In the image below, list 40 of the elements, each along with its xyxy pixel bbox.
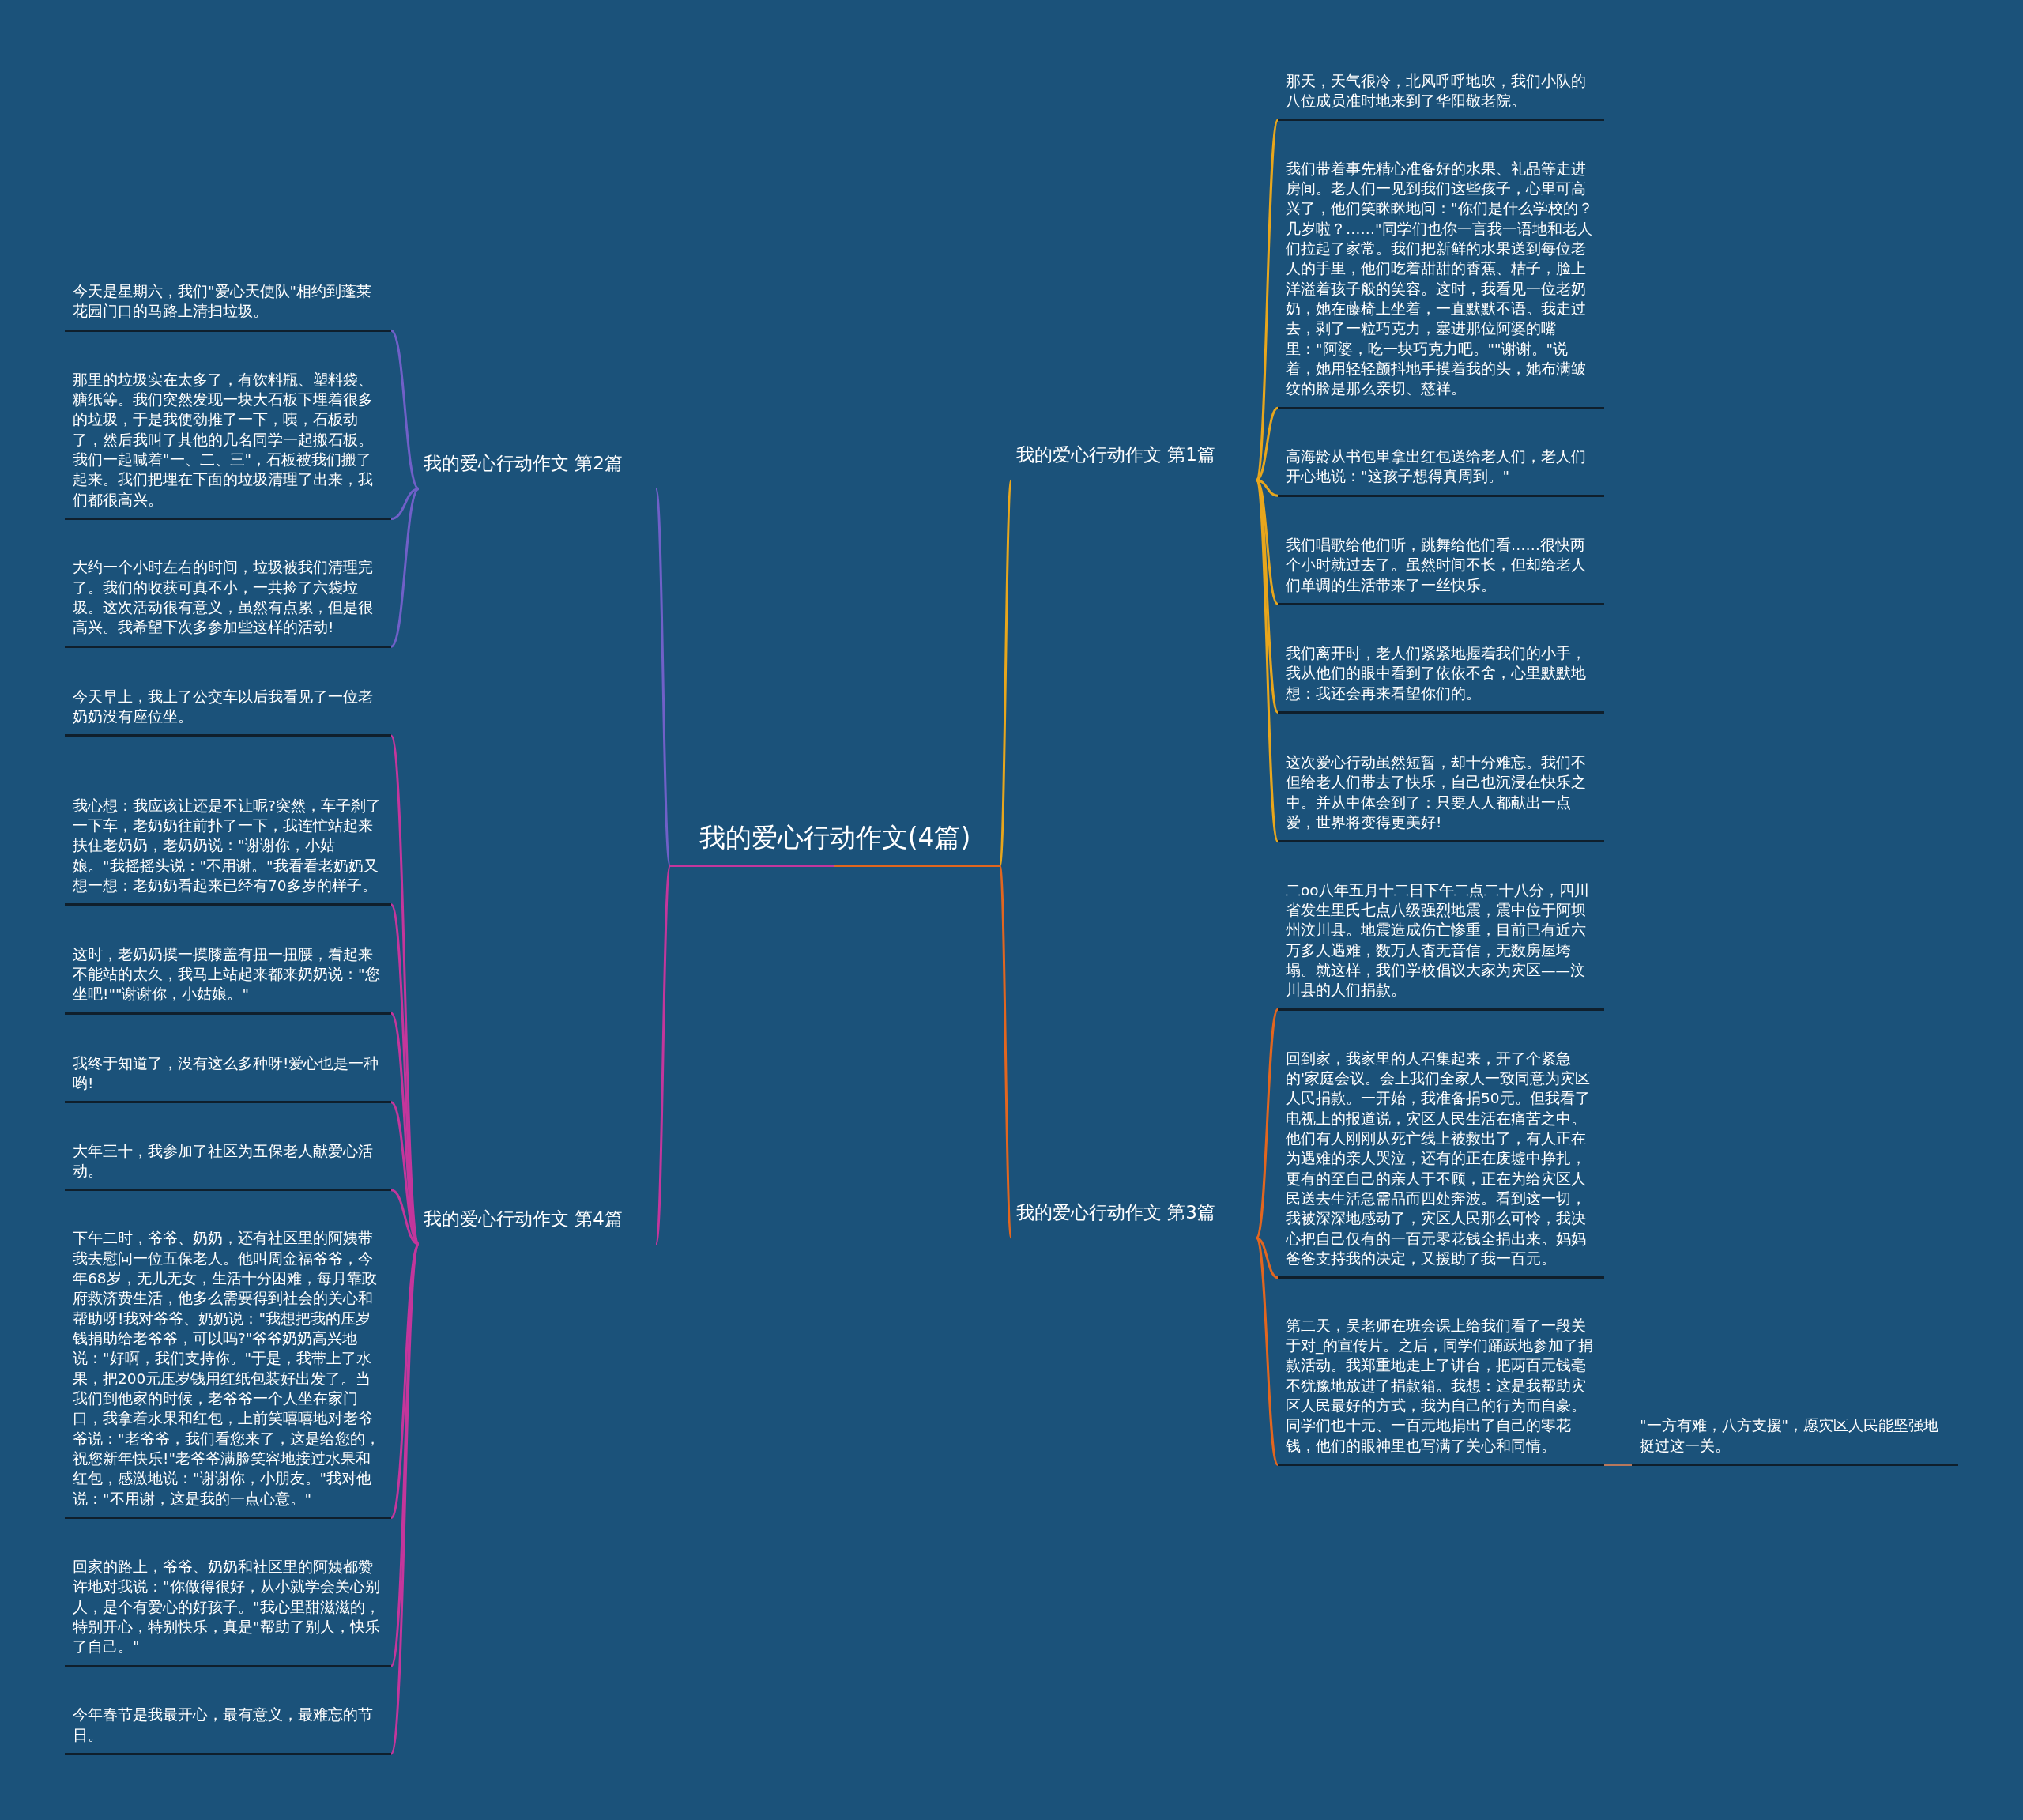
leaf-topic-text: "一方有难，八方支援"，愿灾区人民能坚强地挺过这一关。 <box>1640 1416 1940 1456</box>
connector-line <box>1255 1008 1279 1239</box>
leaf-topic-text: 下午二时，爷爷、奶奶，还有社区里的阿姨带我去慰问一位五保老人。他叫周金福爷爷，今年68岁，无儿无女，生活十分困难，每月靠政府救济费生活，他多么需要得到社会的关心和帮助呀!我对爷爷、奶奶说："我想把我的压岁钱捐助给老爷爷，可以吗?"爷爷奶奶高兴地说："好啊，我们支持你。"于是，我带上了水果，把200元压岁钱用红纸包装好出发了。当我们到他家的时候，老爷爷一个人坐在家门口，我拿着水果和红包，上前笑嘻嘻地对老爷爷说："老爷爷，我们看您来了，这是给您的，祝您新年快乐!"老爷爷满脸笑容地接过水果和红包，感激地说："谢谢你，小朋友。"我对他说："不用谢，这是我的一点心意。" <box>73 1229 381 1509</box>
leaf-topic-text: 我们带着事先精心准备好的水果、礼品等走进房间。老人们一见到我们这些孩子，心里可高兴了，他们笑眯眯地问："你们是什么学校的？几岁啦？……"同学们也你一言我一语地和老人们拉起了家常。我们把新鲜的水果送到每位老人的手里，他们吃着甜甜的香蕉、桔子，脸上洋溢着孩子般的笑容。这时，我看见一位老奶奶，她在藤椅上坐着，一直默默不语。我走过去，剥了一粒巧克力，塞进那位阿婆的嘴里："阿婆，吃一块巧克力吧。""谢谢。"说着，她用轻轻颤抖地手摸着我的头，她布满皱纹的脸是那么亲切、慈祥。 <box>1286 159 1594 399</box>
leaf-topic-text: 今天是星期六，我们"爱心天使队"相约到蓬莱花园门口的马路上清扫垃圾。 <box>73 281 373 322</box>
leaf-topic-text: 二oo八年五月十二日下午二点二十八分，四川省发生里氏七点八级强烈地震，震中位于阿坝州汶川县。地震造成伤亡惨重，目前已有近六万多人遇难，数万人杳无音信，无数房屋垮塌。就这样，我们学校倡议大家为灾区——汶川县的人们捐款。 <box>1286 880 1590 1000</box>
branch-topic-text: 我的爱心行动作文 第1篇 <box>1016 443 1215 467</box>
connector-line <box>390 1243 420 1754</box>
leaf-topic-text: 我终于知道了，没有这么多种呀!爱心也是一种哟! <box>73 1053 380 1093</box>
branch-topic-text: 我的爱心行动作文 第3篇 <box>1016 1201 1215 1225</box>
connector-line <box>1255 479 1279 605</box>
connector-line <box>1255 1237 1279 1466</box>
leaf-topic-text: 我们唱歌给他们听，跳舞给他们看……很快两个小时就过去了。虽然时间不长，但却给老人们单调的生活带来了一丝快乐。 <box>1286 535 1587 595</box>
connector-line <box>1603 1464 1632 1467</box>
connector-line <box>1255 1237 1279 1279</box>
connector-line <box>1255 119 1279 481</box>
leaf-topic-text: 高海龄从书包里拿出红包送给老人们，老人们开心地说："这孩子想得真周到。" <box>1286 447 1587 487</box>
connector-line <box>1255 479 1279 842</box>
leaf-topic-text: 第二天，吴老师在班会课上给我们看了一段关于对_的宣传片。之后，同学们踊跃地参加了捐款活动。我郑重地走上了讲台，把两百元钱毫不犹豫地放进了捐款箱。我想：这是我帮助灾区人民最好的方式，我为自己的行为而自豪。同学们也十元、一百元地捐出了自己的零花钱，他们的眼神里也写满了关心和同情。 <box>1286 1316 1595 1456</box>
connector-line <box>390 1189 420 1245</box>
leaf-topic-text: 回家的路上，爷爷、奶奶和社区里的阿姨都赞许地对我说："你做得很好，从小就学会关心别人，是个有爱心的好孩子。"我心里甜滋滋的，特别开心，特别快乐，真是"帮助了别人，快乐了自己。" <box>73 1558 381 1657</box>
branch-topic-text: 我的爱心行动作文 第4篇 <box>424 1208 623 1231</box>
branch-topic-text: 我的爱心行动作文 第2篇 <box>424 452 623 476</box>
leaf-topic-text: 回到家，我家里的人召集起来，开了个紧急的'家庭会议。会上我们全家人一致同意为灾区人民捐款。一开始，我准备捐50元。但我看了电视上的报道说，灾区人民生活在痛苦之中。他们有人刚刚从死亡线上被救出了，有人正在为遇难的亲人哭泣，还有的正在废墟中挣扎，更有的至自己的亲人于不顾，正在为给灾区人民送去生活急需品而四处奔波。看到这一切，我被深深地感动了，灾区人民那么可怜，我决心把自己仅有的一百元零花钱全捐出来。妈妈爸爸支持我的决定，又援助了我一百元。 <box>1286 1049 1592 1268</box>
leaf-topic-text: 那里的垃圾实在太多了，有饮料瓶、塑料袋、糖纸等。我们突然发现一块大石板下埋着很多的垃圾，于是我使劲推了一下，咦，石板动了，然后我叫了其他的几名同学一起搬石板。我们一起喊着"一、二、三"，石板被我们搬了起来。我们把埋在下面的垃圾清理了出来，我们都很高兴。 <box>73 370 374 510</box>
leaf-topic-text: 我们离开时，老人们紧紧地握着我们的小手，我从他们的眼中看到了依依不舍，心里默默地想：我还会再来看望你们的。 <box>1286 644 1587 703</box>
leaf-topic-text: 今年春节是我最开心，最有意义，最难忘的节日。 <box>73 1705 374 1745</box>
leaf-topic-text: 那天，天气很冷，北风呼呼地吹，我们小队的八位成员准时地来到了华阳敬老院。 <box>1286 71 1587 111</box>
connector-line <box>834 865 1013 1238</box>
connector-line <box>390 330 420 490</box>
leaf-topic-text: 今天早上，我上了公交车以后我看见了一位老奶奶没有座位坐。 <box>73 687 374 727</box>
connector-line <box>1255 406 1279 481</box>
leaf-topic-text: 这时，老奶奶摸一摸膝盖有扭一扭腰，看起来不能站的太久，我马上站起来都来奶奶说："您坐吧!""谢谢你，小姑娘。" <box>73 944 381 1004</box>
leaf-topic-text: 我心想：我应该让还是不让呢?突然，车子刹了一下车，老奶奶往前扑了一下，我连忙站起来扶住老奶奶，老奶奶说："谢谢你，小姑娘。"我摇摇头说："不用谢。"我看看老奶奶又想一想：老奶奶看起来已经有70多岁的样子。 <box>73 796 382 895</box>
connector-line <box>654 865 835 1245</box>
leaf-topic-text: 大年三十，我参加了社区为五保老人献爱心活动。 <box>73 1141 374 1181</box>
root-topic-text: 我的爱心行动作文(4篇) <box>699 821 971 855</box>
leaf-topic-text: 大约一个小时左右的时间，垃圾被我们清理完了。我们的收获可真不小，一共捡了六袋垃圾。这次活动很有意义，虽然有点累，但是很高兴。我希望下次多参加些这样的活动! <box>73 558 374 638</box>
leaf-topic-text: 这次爱心行动虽然短暂，却十分难忘。我们不但给老人们带去了快乐，自己也沉浸在快乐之中。并从中体会到了：只要人人都献出一点爱，世界将变得更美好! <box>1286 752 1587 832</box>
connector-line <box>390 488 420 648</box>
